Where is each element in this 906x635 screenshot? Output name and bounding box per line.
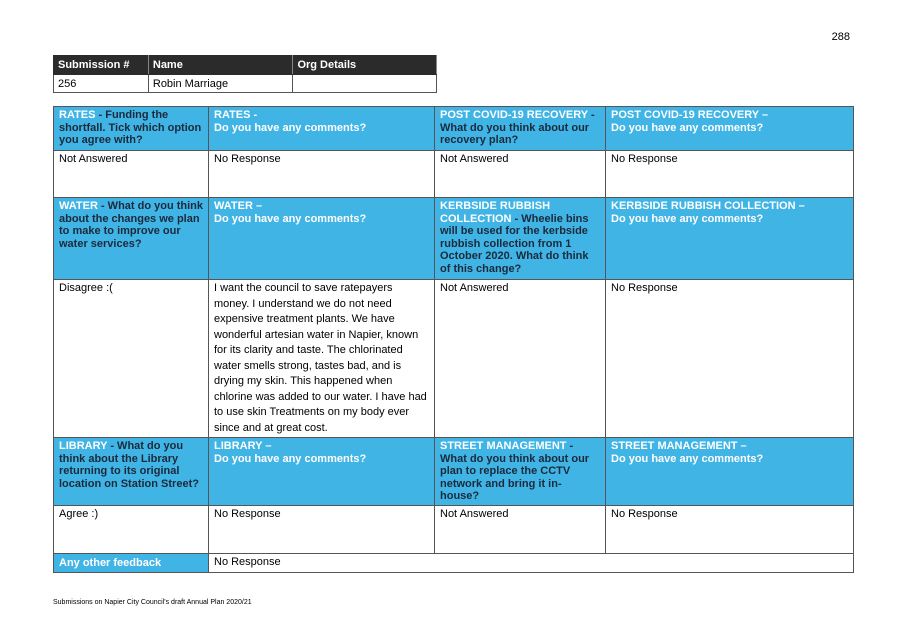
- submission-number: 256: [53, 74, 149, 93]
- question-title: KERBSIDE RUBBISH COLLECTION –: [611, 200, 805, 212]
- name-header: Name: [147, 55, 294, 75]
- question-title: LIBRARY –: [214, 440, 272, 452]
- question-text: Do you have any comments?: [214, 212, 367, 225]
- answer-cell: Disagree :(: [53, 279, 209, 438]
- answer-cell: Not Answered: [434, 279, 606, 438]
- answer-cell: No Response: [208, 505, 435, 554]
- question-title: KERBSIDE RUBBISH COLLECTION: [440, 200, 551, 225]
- page-number: 288: [831, 31, 850, 43]
- question-text: Do you have any comments?: [611, 121, 764, 134]
- question-cell-water: WATER - What do you think about the chan…: [53, 197, 209, 280]
- answer-row: Disagree :( I want the council to save r…: [53, 279, 854, 438]
- question-text: Do you have any comments?: [214, 121, 367, 134]
- question-text: - What do you think about our recovery p…: [440, 109, 595, 146]
- question-title: STREET MANAGEMENT: [440, 440, 567, 452]
- question-text: - What do you think about the Library re…: [59, 440, 199, 490]
- answer-cell: No Response: [208, 150, 435, 198]
- answer-cell: Agree :): [53, 505, 209, 554]
- other-feedback-label: Any other feedback: [53, 553, 209, 573]
- question-title: LIBRARY: [59, 440, 108, 452]
- answer-cell: Not Answered: [53, 150, 209, 198]
- answer-row: Not Answered No Response Not Answered No…: [53, 150, 854, 198]
- question-title: WATER: [59, 200, 98, 212]
- question-title: RATES -: [214, 109, 258, 121]
- question-text: Do you have any comments?: [611, 212, 764, 225]
- question-row: RATES - Funding the shortfall. Tick whic…: [53, 106, 854, 151]
- question-title: POST COVID-19 RECOVERY –: [611, 109, 769, 121]
- submission-answers-table: RATES - Funding the shortfall. Tick whic…: [53, 106, 854, 573]
- question-cell-kerbside-comments: KERBSIDE RUBBISH COLLECTION –Do you have…: [605, 197, 854, 280]
- question-cell-rates-comments: RATES -Do you have any comments?: [208, 106, 435, 151]
- submission-row: 256 Robin Marriage: [53, 74, 437, 93]
- page-footer: Submissions on Napier City Council's dra…: [53, 599, 252, 606]
- question-row: LIBRARY - What do you think about the Li…: [53, 437, 854, 506]
- org-details-header: Org Details: [292, 55, 437, 75]
- answer-row: Agree :) No Response Not Answered No Res…: [53, 505, 854, 554]
- question-title: STREET MANAGEMENT –: [611, 440, 747, 452]
- question-cell-street-comments: STREET MANAGEMENT –Do you have any comme…: [605, 437, 854, 506]
- question-text: - What do you think about our plan to re…: [440, 440, 590, 502]
- question-title: RATES: [59, 109, 96, 121]
- org-details: [292, 74, 437, 93]
- question-text: - Funding the shortfall. Tick which opti…: [59, 109, 202, 146]
- submission-table: Submission # Name Org Details 256 Robin …: [53, 55, 437, 93]
- question-text: - What do you think about the changes we…: [59, 200, 204, 250]
- other-feedback-row: Any other feedback No Response: [53, 553, 854, 573]
- question-text: - Wheelie bins will be used for the kerb…: [440, 212, 589, 275]
- submission-number-header: Submission #: [53, 55, 149, 75]
- question-cell-covid-comments: POST COVID-19 RECOVERY –Do you have any …: [605, 106, 854, 151]
- answer-cell-water-comment: I want the council to save ratepayers mo…: [208, 279, 435, 438]
- question-text: Do you have any comments?: [611, 452, 764, 465]
- answer-cell: Not Answered: [434, 150, 606, 198]
- question-cell-rates: RATES - Funding the shortfall. Tick whic…: [53, 106, 209, 151]
- question-cell-kerbside-rubbish: KERBSIDE RUBBISH COLLECTION - Wheelie bi…: [434, 197, 606, 280]
- question-cell-street-management: STREET MANAGEMENT - What do you think ab…: [434, 437, 606, 506]
- question-row: WATER - What do you think about the chan…: [53, 197, 854, 280]
- submission-header-row: Submission # Name Org Details: [53, 55, 437, 75]
- question-cell-library-comments: LIBRARY –Do you have any comments?: [208, 437, 435, 506]
- question-cell-water-comments: WATER –Do you have any comments?: [208, 197, 435, 280]
- question-title: POST COVID-19 RECOVERY: [440, 109, 588, 121]
- answer-cell: No Response: [605, 279, 854, 438]
- question-cell-covid-recovery: POST COVID-19 RECOVERY - What do you thi…: [434, 106, 606, 151]
- question-title: WATER –: [214, 200, 263, 212]
- question-text: Do you have any comments?: [214, 452, 367, 465]
- answer-cell: No Response: [605, 150, 854, 198]
- question-cell-library: LIBRARY - What do you think about the Li…: [53, 437, 209, 506]
- submitter-name: Robin Marriage: [147, 74, 294, 93]
- answer-cell: Not Answered: [434, 505, 606, 554]
- other-feedback-answer: No Response: [208, 553, 854, 573]
- answer-cell: No Response: [605, 505, 854, 554]
